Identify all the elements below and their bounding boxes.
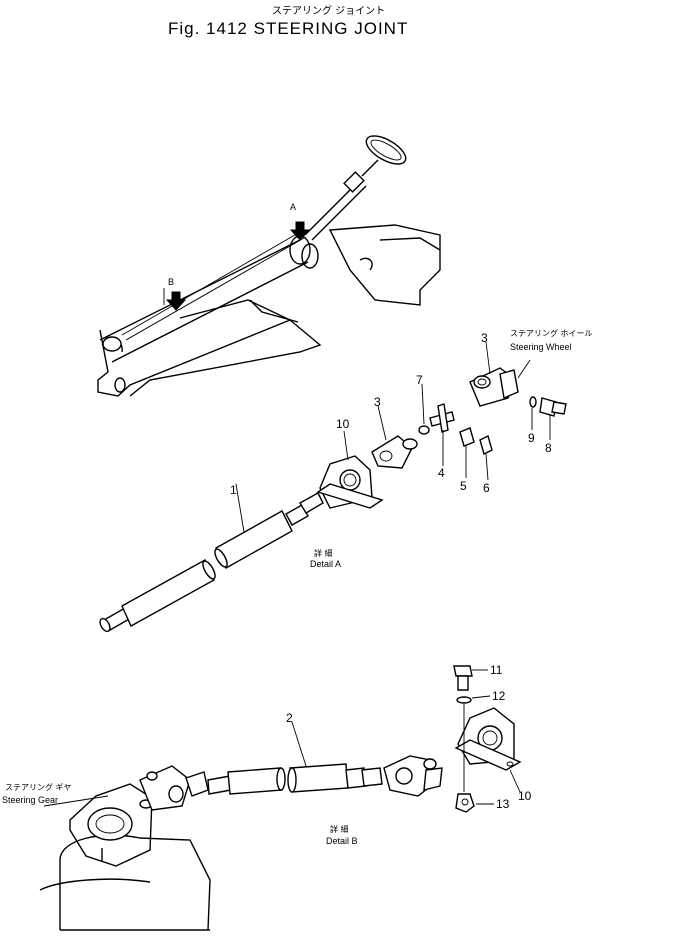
detail-a-caption: Detail A: [310, 559, 341, 569]
part-number-9: 9: [528, 431, 535, 445]
intermediate-universal-joint: [383, 755, 443, 797]
seal-part-6: [479, 434, 493, 456]
detail-b-caption-japanese: 詳 細: [330, 824, 349, 834]
shaft-part-2: [207, 763, 383, 795]
shaft-part-1: [99, 492, 324, 633]
detail-b-caption: Detail B: [326, 836, 358, 846]
washer-part-12: [456, 696, 472, 704]
steering-wheel-label-japanese: ステアリング ホイール: [510, 328, 593, 338]
detail-b-marker: B: [168, 277, 174, 287]
detail-b-assembly: ステアリング ギヤ Steering Gear 2: [2, 663, 532, 931]
steering-wheel-label: Steering Wheel: [510, 342, 572, 352]
lower-universal-joint: [139, 765, 209, 811]
part-number-11: 11: [490, 663, 503, 677]
steering-gear-label-japanese: ステアリング ギヤ: [5, 782, 72, 792]
part-number-10-lower: 10: [518, 789, 532, 803]
part-number-10-upper: 10: [336, 417, 350, 431]
nut-part-13: [455, 793, 475, 813]
grease-fitting-part-7: [418, 425, 430, 435]
bushing-part-5: [459, 427, 475, 447]
part-number-6: 6: [483, 481, 490, 495]
cross-spider-part-4: [429, 403, 455, 433]
detail-a-marker: A: [290, 202, 296, 212]
steering-column-overview: A B: [97, 135, 441, 397]
bearing-part-10-lower: [454, 707, 522, 771]
part-number-13: 13: [496, 797, 510, 811]
detail-a-assembly: 1 10 3 4 7 5: [99, 328, 593, 633]
part-number-3-lower: 3: [374, 395, 381, 409]
part-number-4: 4: [438, 466, 445, 480]
subtitle-japanese: ステアリング ジョイント: [272, 4, 385, 17]
steering-gear-label: Steering Gear: [2, 795, 58, 805]
steering-gear-housing: [39, 783, 211, 931]
yoke-part-3-upper: [469, 367, 519, 407]
yoke-part-3-lower: [371, 435, 418, 469]
washer-part-9: [529, 396, 537, 408]
part-number-3-upper: 3: [481, 331, 488, 345]
bearing-part-10-upper: [316, 455, 384, 509]
part-number-2: 2: [286, 711, 293, 725]
part-number-1: 1: [230, 483, 237, 497]
part-number-8: 8: [545, 441, 552, 455]
detail-a-caption-japanese: 詳 細: [314, 548, 333, 558]
part-number-5: 5: [460, 479, 467, 493]
bolt-part-11: [453, 665, 473, 691]
part-number-7: 7: [416, 373, 423, 387]
figure-title: Fig. 1412 STEERING JOINT: [168, 19, 408, 38]
part-number-12: 12: [492, 689, 506, 703]
